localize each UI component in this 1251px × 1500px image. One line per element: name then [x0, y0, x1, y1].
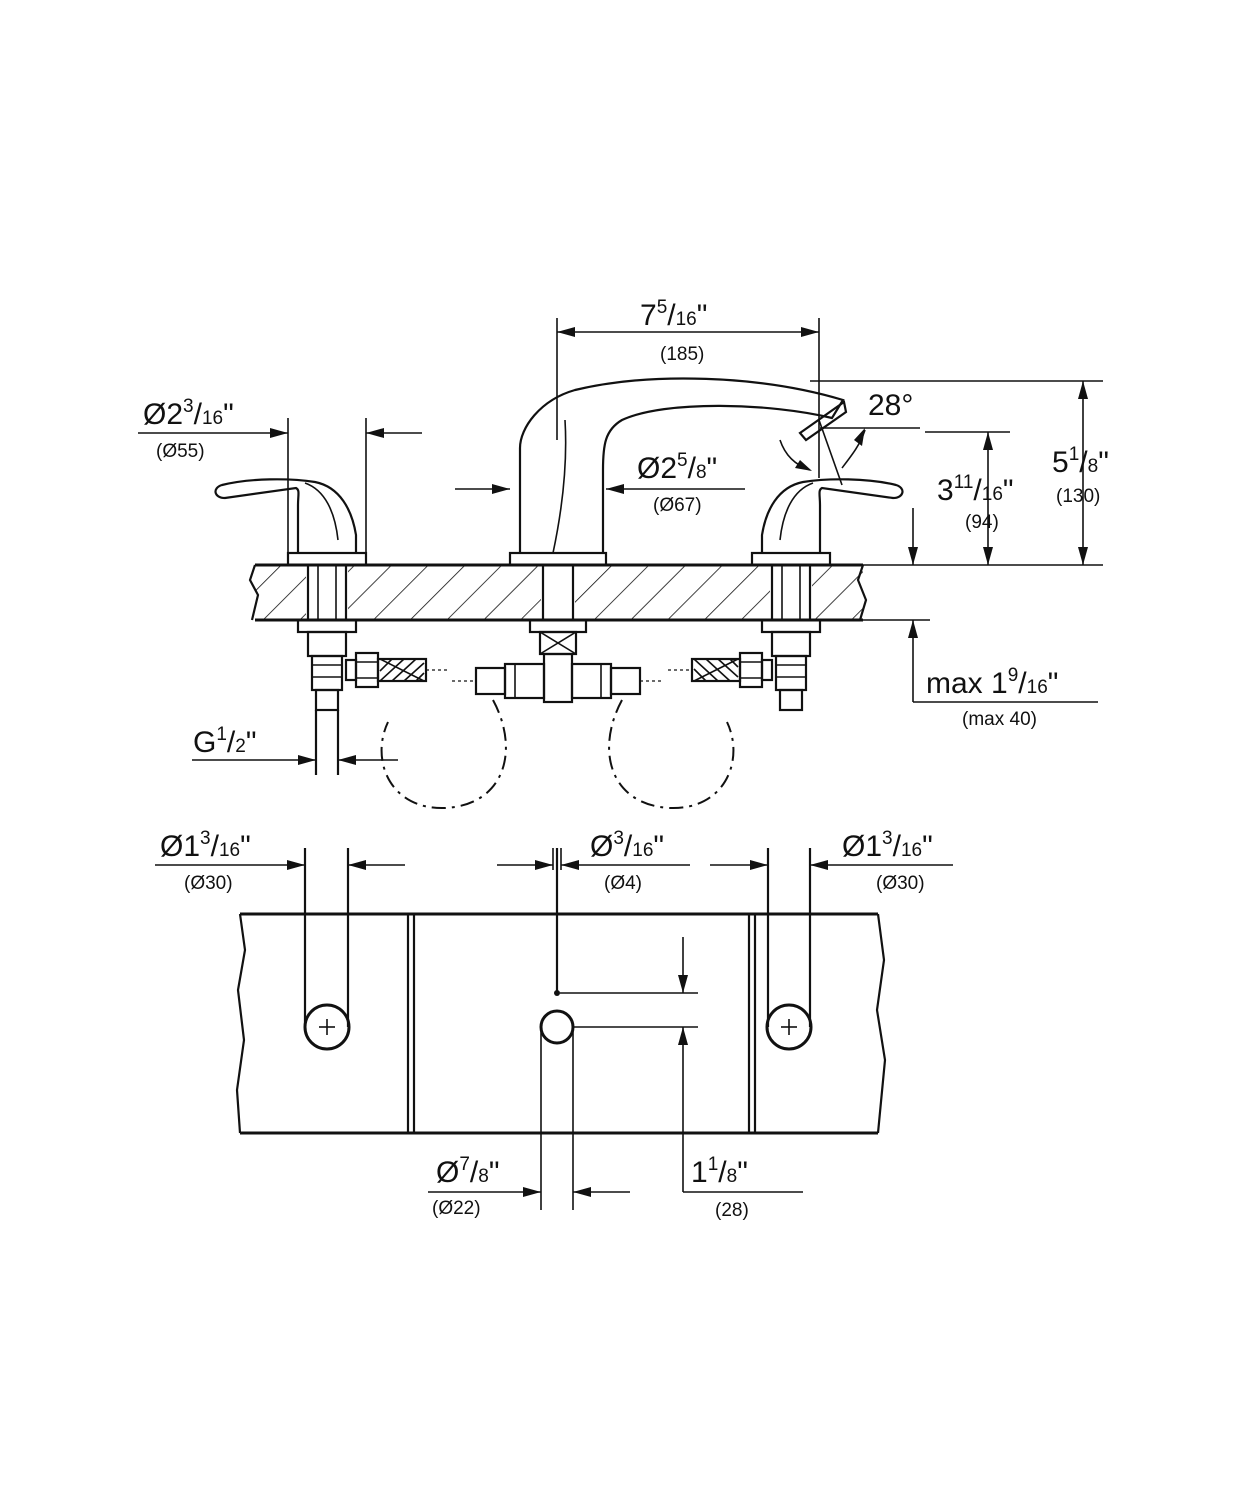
- deck-section: [248, 563, 868, 622]
- dim-spout-base: Ø25/8" (Ø67): [455, 450, 745, 516]
- hole-pop-label: Ø3/16": [590, 828, 664, 863]
- supply-thread-label: G1/2": [193, 724, 257, 759]
- outlet-height-metric: (94): [965, 512, 999, 533]
- total-height-label: 51/8": [1052, 444, 1109, 479]
- hole-pop-metric: (Ø4): [604, 873, 642, 894]
- dim-outlet-height: 311/16" (94): [925, 431, 1014, 565]
- elevation-view: 75/16" (185) Ø23/16" (Ø55) Ø25/8" (Ø67): [138, 297, 1109, 810]
- hole-right: [765, 848, 813, 1051]
- dim-hole-offset: 11/8" (28): [560, 937, 803, 1221]
- hole-offset-label: 11/8": [691, 1154, 748, 1189]
- under-deck-plumbing: [296, 618, 822, 810]
- deck-thickness-label: max 19/16": [926, 665, 1058, 700]
- dim-deck-thickness: max 19/16" (max 40): [863, 508, 1098, 730]
- dim-hole-center: Ø7/8" (Ø22): [428, 1027, 630, 1219]
- dim-hole-left: Ø13/16" (Ø30): [155, 828, 405, 894]
- hole-right-metric: (Ø30): [876, 873, 925, 894]
- dim-hole-right: Ø13/16" (Ø30): [710, 828, 953, 894]
- total-height-metric: (130): [1056, 486, 1100, 507]
- right-handle: [750, 478, 904, 567]
- counter-plan: [235, 912, 887, 1135]
- dim-handle-flange: Ø23/16" (Ø55): [138, 396, 422, 555]
- spout-spread-metric: (185): [660, 344, 704, 365]
- hole-left: [303, 848, 351, 1051]
- hole-left-metric: (Ø30): [184, 873, 233, 894]
- hole-center-label: Ø7/8": [436, 1154, 500, 1189]
- hole-left-label: Ø13/16": [160, 828, 251, 863]
- spout-spread-label: 75/16": [640, 297, 707, 332]
- spout-base-metric: (Ø67): [653, 495, 702, 516]
- dim-supply-thread: G1/2": [192, 724, 398, 765]
- outlet-height-label: 311/16": [937, 472, 1014, 507]
- dim-spout-angle: 28°: [779, 389, 920, 486]
- hole-center-metric: (Ø22): [432, 1198, 481, 1219]
- spout: [508, 377, 848, 567]
- handle-flange-metric: (Ø55): [156, 441, 205, 462]
- left-handle: [214, 478, 368, 567]
- deck-thickness-metric: (max 40): [962, 709, 1037, 730]
- spout-angle-label: 28°: [868, 389, 913, 422]
- spout-base-label: Ø25/8": [637, 450, 717, 485]
- plan-view: Ø13/16" (Ø30) Ø3/16" (Ø4) Ø13/16" (Ø30): [155, 828, 953, 1221]
- dim-spout-spread: 75/16" (185): [556, 297, 820, 478]
- dim-total-height: 51/8" (130): [810, 380, 1109, 566]
- hole-offset-metric: (28): [715, 1200, 749, 1221]
- hole-center: [539, 848, 575, 1045]
- hole-right-label: Ø13/16": [842, 828, 933, 863]
- handle-flange-label: Ø23/16": [143, 396, 234, 431]
- dim-hole-pop: Ø3/16" (Ø4): [497, 828, 690, 894]
